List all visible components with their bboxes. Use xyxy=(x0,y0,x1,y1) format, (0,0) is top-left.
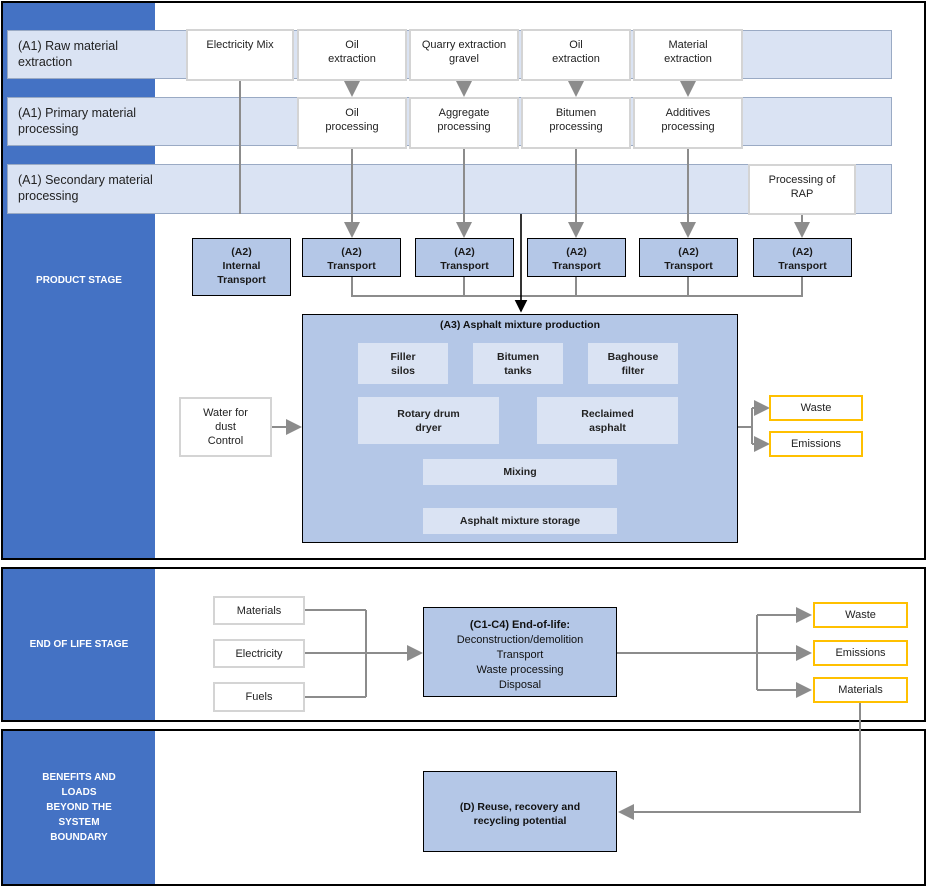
end-of-life-title: (C1-C4) End-of-life: xyxy=(469,619,571,631)
transport-box-4: (A2) Transport xyxy=(639,238,738,277)
bitumen-tanks-box: Bitumen tanks xyxy=(473,343,563,384)
additives-processing-box: Additives processing xyxy=(633,97,743,149)
eol-materials-input: Materials xyxy=(213,596,305,625)
reuse-recovery-box: (D) Reuse, recovery and recycling potent… xyxy=(423,771,617,852)
transport-box-1: (A2) Transport xyxy=(302,238,401,277)
material-extraction-box: Material extraction xyxy=(633,29,743,81)
water-dust-control-box: Water for dust Control xyxy=(179,397,272,457)
rap-processing-box: Processing of RAP xyxy=(748,164,856,215)
eol-fuels-input: Fuels xyxy=(213,682,305,712)
quarry-extraction-box: Quarry extraction gravel xyxy=(409,29,519,81)
oil-processing-box: Oil processing xyxy=(297,97,407,149)
end-of-life-box: (C1-C4) End-of-life: Deconstruction/demo… xyxy=(423,607,617,697)
end-of-life-line-2: Transport xyxy=(496,649,544,661)
product-emissions-output: Emissions xyxy=(769,431,863,457)
mixing-box: Mixing xyxy=(423,459,617,485)
asphalt-production-title: (A3) Asphalt mixture production xyxy=(439,319,601,331)
filler-silos-box: Filler silos xyxy=(358,343,448,384)
product-stage-label: PRODUCT STAGE xyxy=(3,3,155,558)
bitumen-processing-box: Bitumen processing xyxy=(521,97,631,149)
product-waste-output: Waste xyxy=(769,395,863,421)
eol-electricity-input: Electricity xyxy=(213,639,305,668)
oil-extraction-box: Oil extraction xyxy=(297,29,407,81)
secondary-processing-row: (A1) Secondary material processing xyxy=(7,164,892,214)
asphalt-storage-box: Asphalt mixture storage xyxy=(423,508,617,534)
eol-materials-output: Materials xyxy=(813,677,908,703)
eol-emissions-output: Emissions xyxy=(813,640,908,666)
electricity-mix-box: Electricity Mix xyxy=(186,29,294,81)
oil-extraction-2-box: Oil extraction xyxy=(521,29,631,81)
transport-box-3: (A2) Transport xyxy=(527,238,626,277)
rotary-drum-dryer-box: Rotary drum dryer xyxy=(358,397,499,444)
aggregate-processing-box: Aggregate processing xyxy=(409,97,519,149)
internal-transport-box: (A2) Internal Transport xyxy=(192,238,291,296)
end-of-life-line-4: Disposal xyxy=(498,679,542,691)
reclaimed-asphalt-box: Reclaimed asphalt xyxy=(537,397,678,444)
transport-box-2: (A2) Transport xyxy=(415,238,514,277)
beyond-label: BENEFITS AND LOADS BEYOND THE SYSTEM BOU… xyxy=(3,731,155,884)
transport-box-5: (A2) Transport xyxy=(753,238,852,277)
end-of-life-label: END OF LIFE STAGE xyxy=(3,569,155,720)
end-of-life-line-1: Deconstruction/demolition xyxy=(456,634,584,646)
baghouse-filter-box: Baghouse filter xyxy=(588,343,678,384)
eol-waste-output: Waste xyxy=(813,602,908,628)
end-of-life-line-3: Waste processing xyxy=(476,664,564,676)
